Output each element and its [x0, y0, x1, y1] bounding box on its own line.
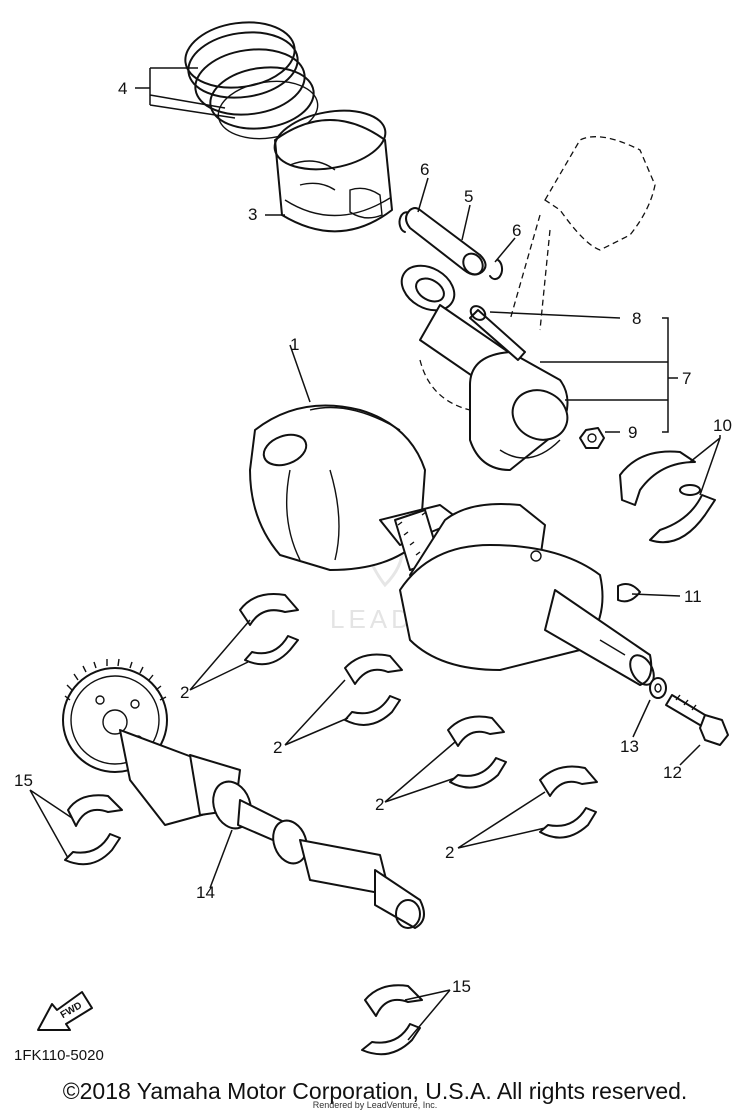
engine-outline — [419, 136, 656, 411]
callout-5: 5 — [464, 187, 473, 206]
copyright-notice: ©2018 Yamaha Motor Corporation, U.S.A. A… — [62, 1078, 688, 1104]
balancer-shaft — [62, 658, 425, 929]
piston-rings — [184, 21, 319, 140]
crankshaft — [399, 503, 729, 746]
callout-numbers: 1 2 2 2 2 3 4 5 6 6 7 8 9 10 11 12 13 14… — [14, 79, 732, 996]
callout-9: 9 — [628, 423, 637, 442]
connecting-rod — [400, 264, 605, 471]
callout-3: 3 — [248, 205, 257, 224]
part-code: 1FK110-5020 — [14, 1047, 104, 1064]
callout-4: 4 — [118, 79, 127, 98]
conrod-bearings — [619, 450, 716, 544]
callout-15b: 15 — [452, 977, 471, 996]
callout-12: 12 — [663, 763, 682, 782]
callout-2c: 2 — [375, 795, 384, 814]
leader-lines — [29, 67, 721, 1041]
piston-pin-and-clips — [398, 207, 503, 281]
callout-14: 14 — [196, 883, 215, 902]
callout-7: 7 — [682, 369, 691, 388]
callout-2d: 2 — [445, 843, 454, 862]
callout-15a: 15 — [14, 771, 33, 790]
fwd-arrow: FWD — [37, 991, 93, 1031]
rendered-by-note: Rendered by LeadVenture, Inc. — [312, 1100, 438, 1110]
main-bearings — [239, 593, 598, 839]
callout-2a: 2 — [180, 683, 189, 702]
balancer-bearings — [64, 794, 423, 1056]
piston — [273, 109, 393, 233]
callout-6b: 6 — [512, 221, 521, 240]
callout-11: 11 — [684, 587, 702, 606]
callout-2b: 2 — [273, 738, 282, 757]
callout-13: 13 — [620, 737, 639, 756]
callout-1: 1 — [290, 335, 299, 354]
callout-8: 8 — [632, 309, 641, 328]
callout-10: 10 — [713, 416, 732, 435]
callout-6a: 6 — [420, 160, 429, 179]
